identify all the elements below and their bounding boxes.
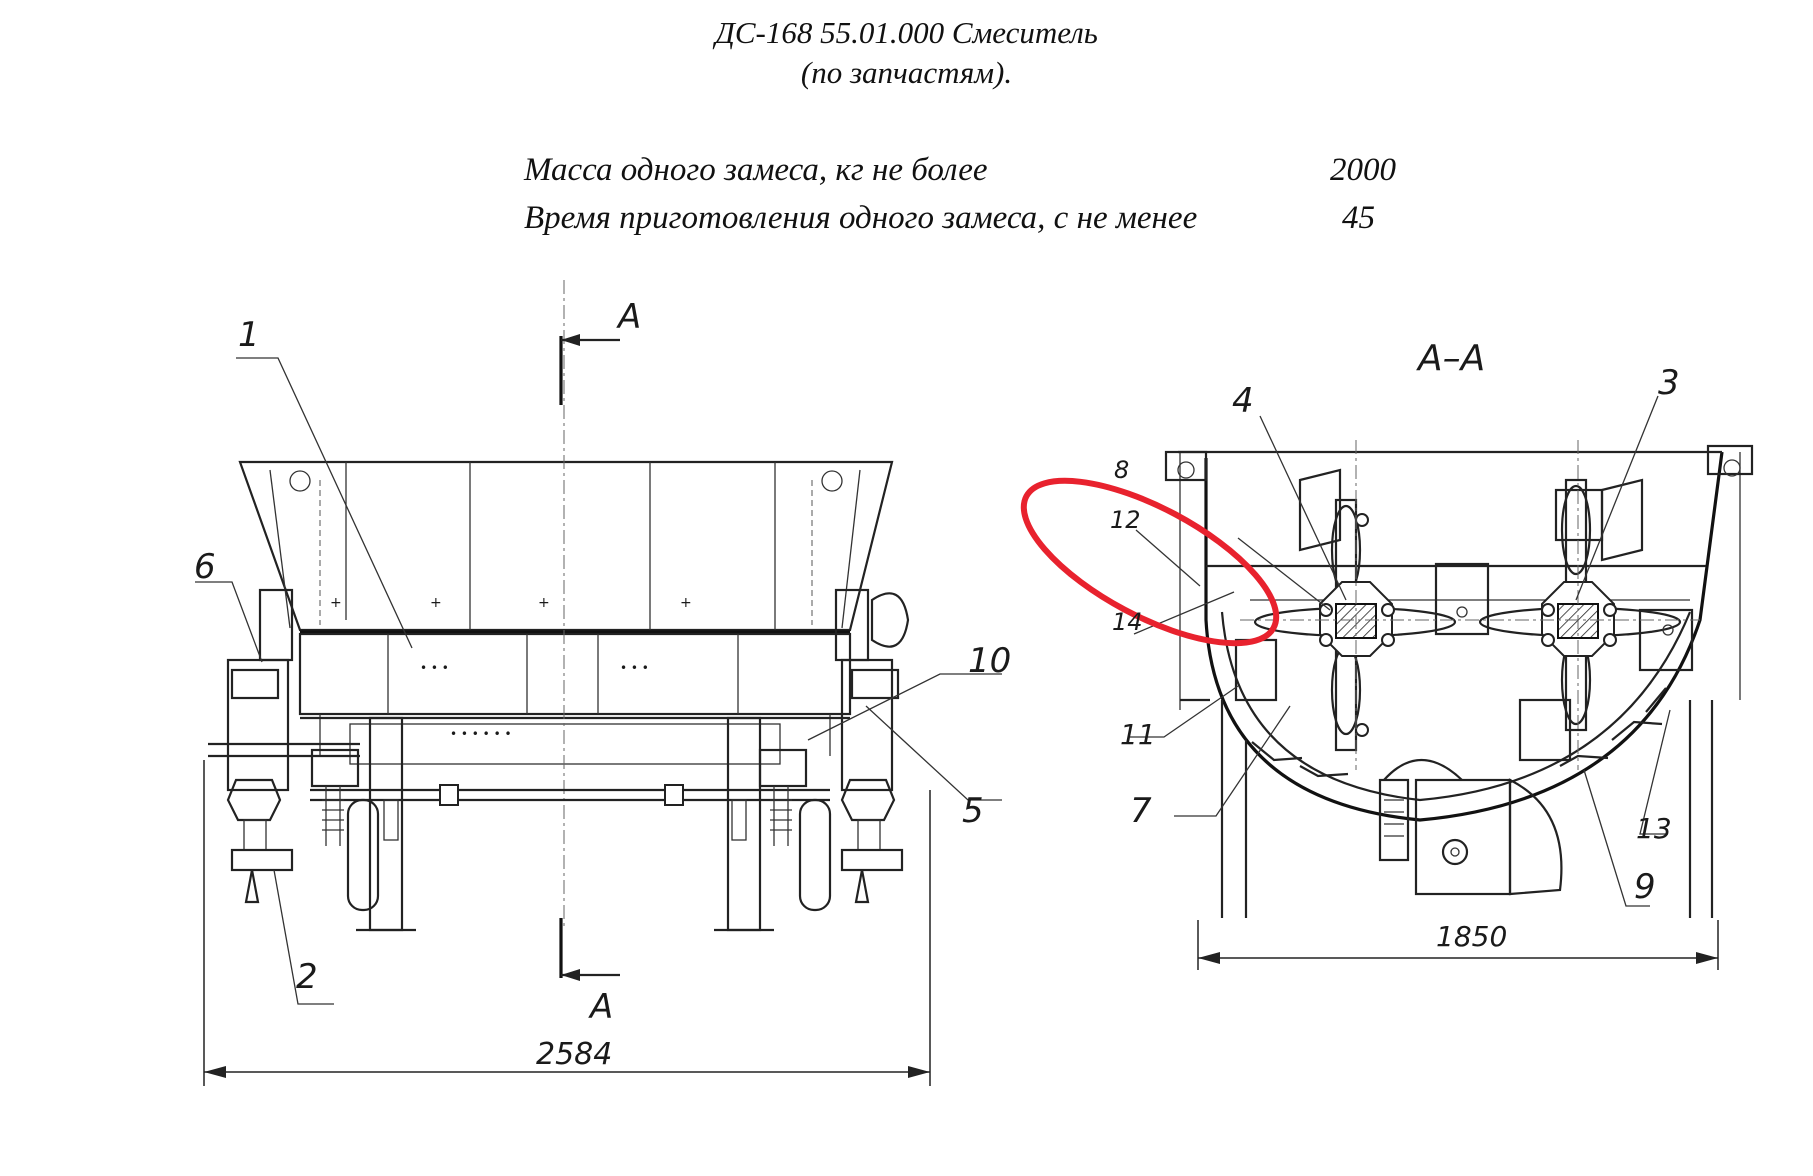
highlight-ellipse	[1020, 477, 1280, 647]
svg-text:+: +	[430, 595, 442, 611]
section-mark-a-bottom: А	[588, 987, 613, 1027]
callout-3: 3	[1658, 363, 1680, 403]
svg-text:• • •: • • •	[420, 661, 449, 675]
callout-9: 9	[1634, 867, 1656, 907]
callout-11: 11	[1120, 718, 1156, 751]
callout-12: 12	[1110, 506, 1141, 534]
section-view	[1020, 395, 1754, 970]
spec-label-batch-time: Время приготовления одного замеса, с не …	[524, 200, 1198, 236]
spec-value-batch-mass: 2000	[1330, 152, 1396, 188]
spec-label-batch-mass: Масса одного замеса, кг не более	[524, 152, 988, 188]
page-subtitle: (по запчастям).	[800, 55, 1013, 90]
callout-14: 14	[1112, 608, 1143, 636]
svg-text:• • •: • • •	[620, 661, 649, 675]
page-title: ДС-168 55.01.000 Смеситель	[715, 15, 1098, 50]
svg-text:+: +	[680, 595, 692, 611]
svg-text:+: +	[538, 595, 550, 611]
callout-4: 4	[1232, 381, 1254, 421]
svg-text:+: +	[330, 595, 342, 611]
callout-2: 2	[296, 957, 318, 997]
svg-text:• • • • • •: • • • • • •	[450, 727, 512, 741]
tank-outline	[1204, 451, 1724, 822]
dimension-1850: 1850	[1436, 920, 1507, 953]
dimension-2584: 2584	[536, 1037, 612, 1072]
spec-value-batch-time: 45	[1342, 200, 1375, 236]
mixer-body	[298, 632, 852, 716]
section-title: А–А	[1416, 338, 1485, 379]
callout-13: 13	[1636, 812, 1672, 845]
callout-7: 7	[1130, 791, 1152, 831]
callout-10: 10	[968, 641, 1011, 681]
hopper-outline	[238, 460, 894, 632]
callout-5: 5	[962, 791, 984, 831]
callout-6: 6	[194, 547, 216, 587]
callout-1: 1	[238, 315, 260, 355]
front-view: + + + + • • • • • • • • • • • •	[195, 280, 1002, 1086]
section-mark-a-top: А	[616, 297, 641, 337]
callout-8: 8	[1114, 456, 1129, 484]
